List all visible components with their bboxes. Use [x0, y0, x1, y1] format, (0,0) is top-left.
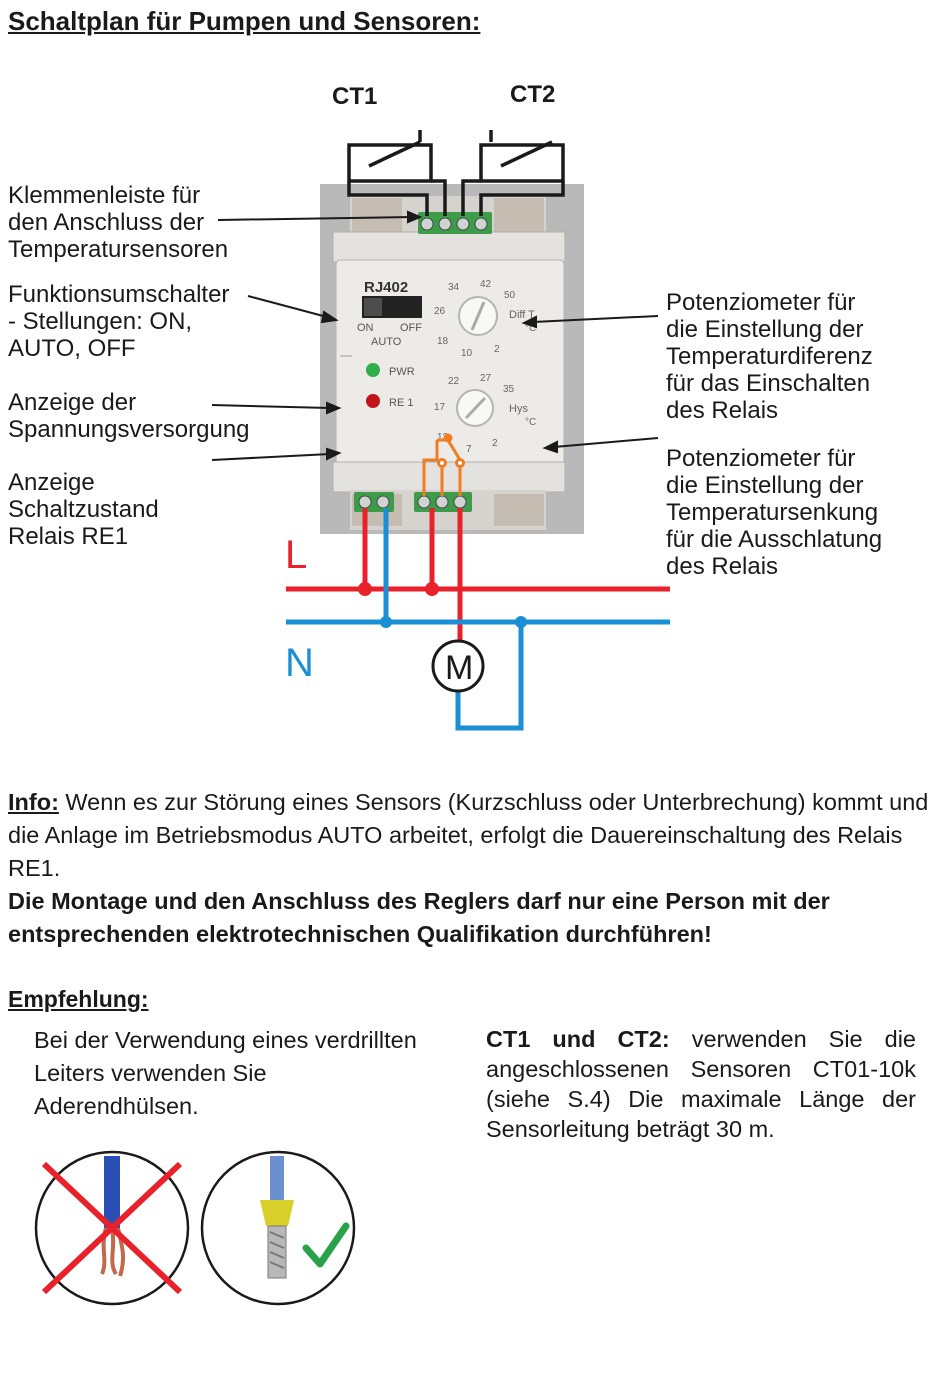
- pointer-arrows: [211, 210, 659, 461]
- label-hys-potentiometer: Potenziometer für die Einstellung der Te…: [666, 445, 883, 580]
- svg-text:OFF: OFF: [400, 322, 422, 334]
- label-function-switch: Funktionsumschalter - Stellungen: ON, AU…: [8, 281, 230, 362]
- svg-text:22: 22: [448, 376, 460, 387]
- info-text: Wenn es zur Störung eines Sensors (Kurzs…: [8, 789, 929, 881]
- checkmark-icon: [302, 1222, 350, 1268]
- live-label: L: [285, 533, 307, 577]
- info-label: Info:: [8, 789, 59, 815]
- svg-text:Diff T: Diff T: [509, 309, 535, 321]
- recommendation-heading: Empfehlung:: [8, 986, 149, 1012]
- svg-text:17: 17: [434, 402, 446, 413]
- neutral-label: N: [285, 641, 314, 685]
- svg-text:PWR: PWR: [389, 366, 415, 378]
- diff-dial: 34 42 50 26 18 10 2 Diff T °C: [434, 279, 536, 359]
- svg-text:18: 18: [437, 336, 449, 347]
- label-terminal-block: Klemmenleiste für den Anschluss der Temp…: [8, 182, 229, 263]
- svg-text:RE 1: RE 1: [389, 397, 413, 409]
- motor-symbol: M: [431, 639, 485, 693]
- info-paragraph: Info: Wenn es zur Störung eines Sensors …: [8, 786, 938, 951]
- svg-text:50: 50: [504, 290, 516, 301]
- motor-label: M: [445, 649, 473, 687]
- correct-ferrule-icon: [200, 1150, 356, 1306]
- wiring-diagram: CT1 CT2 RJ402 ON OFF AUTO: [211, 81, 670, 731]
- svg-text:2: 2: [492, 438, 498, 449]
- svg-text:26: 26: [434, 306, 446, 317]
- ferrule-illustrations: [34, 1150, 356, 1306]
- svg-text:AUTO: AUTO: [371, 336, 402, 348]
- svg-text:ON: ON: [357, 322, 374, 334]
- svg-text:42: 42: [480, 279, 492, 290]
- ct1-label: CT1: [332, 83, 377, 110]
- hys-dial: 22 27 35 17 12 7 2 Hys °C: [434, 373, 536, 455]
- page-title: Schaltplan für Pumpen und Sensoren:: [8, 6, 481, 36]
- wrong-wire-icon: [34, 1150, 190, 1306]
- label-diff-potentiometer: Potenziometer für die Einstellung der Te…: [666, 289, 873, 424]
- svg-text:Hys: Hys: [509, 403, 528, 415]
- label-relay-indicator: Anzeige Schaltzustand Relais RE1: [8, 469, 159, 550]
- svg-text:10: 10: [461, 348, 473, 359]
- svg-text:7: 7: [466, 444, 472, 455]
- relay-device: RJ402 ON OFF AUTO PWR RE 1 34 42 50 26 1…: [332, 196, 566, 530]
- svg-text:12: 12: [437, 432, 449, 443]
- neutral-wiring: [286, 508, 670, 731]
- ct1-sensor: [347, 130, 447, 216]
- ct2-sensor: [461, 130, 565, 216]
- pwr-led: [366, 363, 380, 377]
- svg-text:27: 27: [480, 373, 492, 384]
- recommendation-right: CT1 und CT2: verwenden Sie die angeschlo…: [486, 1026, 916, 1142]
- svg-text:35: 35: [503, 384, 515, 395]
- relay-contact: [422, 433, 465, 496]
- label-power-indicator: Anzeige der Spannungsversorgung: [8, 389, 250, 443]
- ct2-label: CT2: [510, 81, 555, 108]
- recommendation-left: Bei der Verwendung eines verdrillten Lei…: [34, 1027, 417, 1119]
- device-model: RJ402: [364, 279, 408, 296]
- svg-text:2: 2: [494, 344, 500, 355]
- safety-warning: Die Montage und den Anschluss des Regler…: [8, 888, 830, 947]
- re1-led: [366, 394, 380, 408]
- recommendation-ct-label: CT1 und CT2:: [486, 1026, 670, 1052]
- svg-text:°C: °C: [525, 417, 536, 428]
- svg-text:°C: °C: [525, 323, 536, 334]
- svg-text:34: 34: [448, 282, 460, 293]
